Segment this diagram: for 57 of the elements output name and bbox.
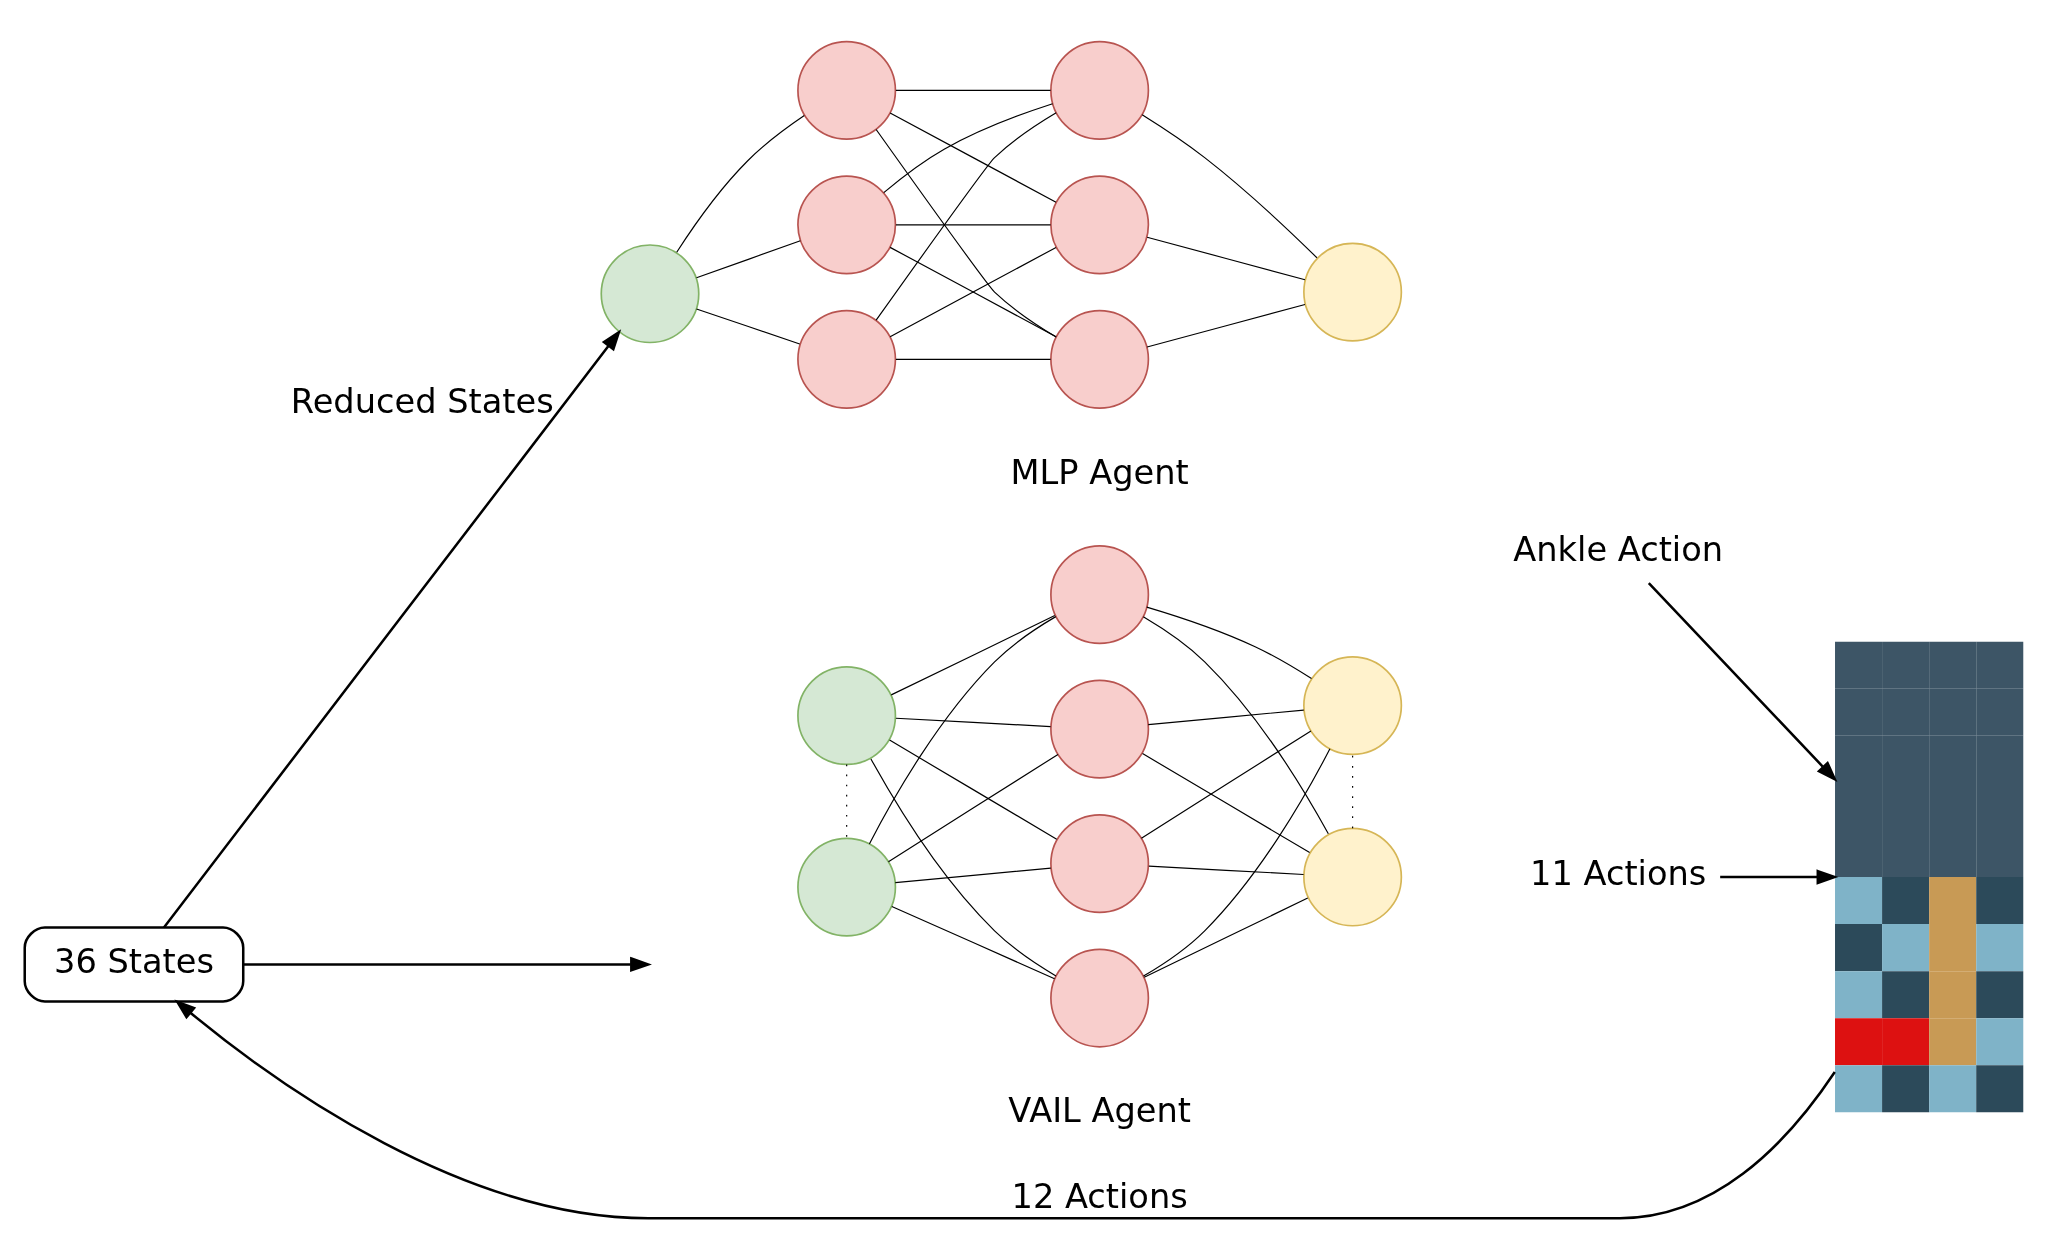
edge-label: 12 Actions: [1011, 1177, 1188, 1217]
connector: [1142, 748, 1331, 977]
node-circle: [1050, 545, 1150, 645]
node-circle: [1303, 827, 1403, 927]
connector: [887, 753, 1059, 863]
arrow: [1720, 869, 1839, 885]
node-circle: [797, 40, 897, 140]
node-text: 11 Actions: [1530, 854, 1707, 894]
connector: [895, 89, 1052, 91]
node-circle: [1050, 309, 1150, 409]
connector: [895, 358, 1052, 360]
edge-label: Reduced States: [290, 382, 554, 422]
connector: [1146, 303, 1306, 348]
connector: [890, 615, 1056, 696]
node-circle: [1050, 175, 1150, 275]
connector: [1147, 709, 1305, 726]
arrow: [243, 956, 652, 973]
connector: [1141, 752, 1311, 854]
connector: [1142, 616, 1329, 835]
node-box: 36 States: [23, 926, 245, 1003]
connector: [870, 758, 1057, 977]
connector: [846, 763, 848, 839]
connector: [883, 103, 1054, 194]
node-circle: [1050, 40, 1150, 140]
connector: [695, 308, 801, 345]
node-circle: [1303, 242, 1403, 342]
node-circle: [1050, 948, 1150, 1048]
connector: [1146, 606, 1313, 680]
arrow: [162, 329, 622, 929]
node-circle: [1050, 679, 1150, 779]
connector: [1148, 865, 1305, 876]
node-circle: [797, 837, 897, 937]
label: VAIL Agent: [1008, 1091, 1191, 1131]
connector: [1146, 236, 1306, 281]
arrow: [174, 999, 1836, 1220]
node-circle: [797, 309, 897, 409]
node-text: Ankle Action: [1513, 530, 1724, 570]
connector: [889, 246, 1057, 338]
connector: [895, 717, 1052, 728]
connector: [888, 739, 1058, 840]
node-circle: [797, 175, 897, 275]
connector: [894, 867, 1052, 884]
connector: [889, 112, 1057, 203]
connector: [1140, 730, 1312, 839]
connector: [1143, 897, 1309, 978]
connector: [676, 114, 805, 253]
node-circle: [797, 666, 897, 766]
connector: [868, 616, 1057, 845]
node-circle: [1050, 814, 1150, 914]
connector: [695, 240, 801, 279]
arrow: [1647, 582, 1838, 783]
node-circle: [600, 244, 700, 344]
node-circle: [1303, 656, 1403, 756]
label: MLP Agent: [1010, 452, 1189, 492]
connector: [1141, 114, 1318, 259]
connector: [891, 905, 1056, 980]
connector: [895, 224, 1052, 226]
